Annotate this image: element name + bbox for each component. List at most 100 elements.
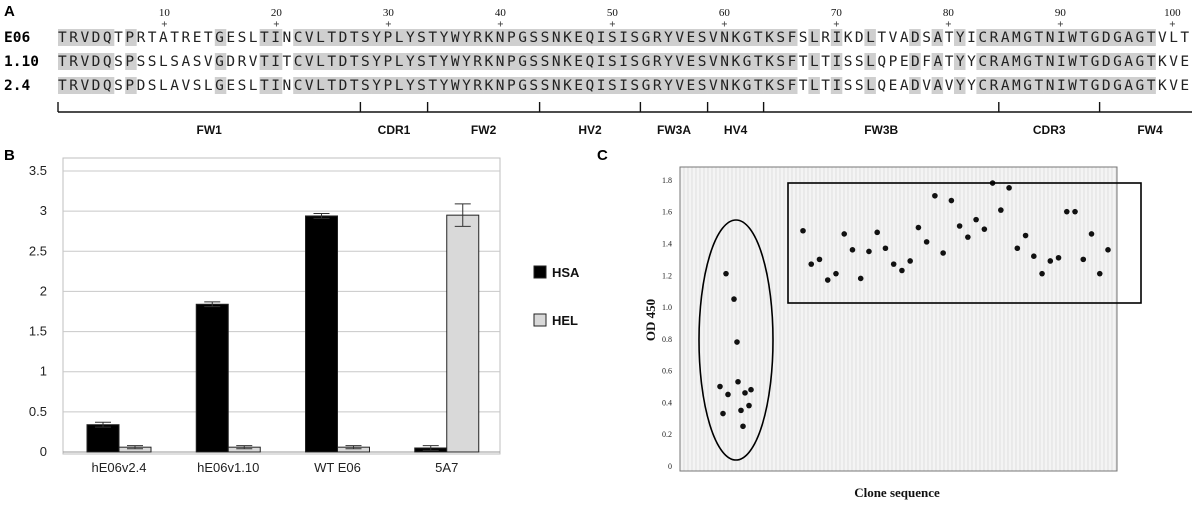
conserved-shade — [338, 29, 350, 46]
y-tick-label: 0.8 — [662, 335, 672, 344]
y-tick-label: 0.5 — [29, 404, 47, 419]
data-point — [1080, 256, 1087, 263]
data-point — [948, 197, 955, 204]
region-label: HV2 — [578, 123, 602, 137]
conserved-shade — [1043, 77, 1056, 94]
conserved-shade — [371, 29, 384, 46]
conserved-shade — [1066, 77, 1078, 94]
position-marker: + — [833, 19, 839, 30]
conserved-shade — [1099, 53, 1112, 70]
conserved-shade — [595, 53, 608, 70]
position-number: 70 — [831, 7, 843, 19]
data-point — [899, 267, 905, 274]
conserved-shade — [1054, 29, 1067, 46]
data-point — [956, 223, 963, 229]
conserved-shade — [69, 29, 81, 46]
position-number: 50 — [607, 7, 619, 19]
data-point — [720, 410, 726, 417]
conserved-shade — [102, 77, 115, 94]
gridlines — [63, 170, 500, 453]
data-points — [717, 180, 1111, 430]
conserved-shade — [1054, 77, 1067, 94]
conserved-shade — [696, 53, 708, 70]
conserved-shade — [58, 53, 70, 70]
conserved-shade — [1077, 77, 1089, 94]
conserved-shade — [987, 53, 1000, 70]
y-tick-label: 1.6 — [662, 208, 672, 217]
data-point — [800, 227, 806, 234]
bars — [86, 203, 480, 453]
category-label: WT E06 — [314, 460, 361, 475]
panel-label-a: A — [4, 3, 15, 20]
conserved-shade — [1144, 77, 1156, 94]
data-point — [866, 248, 872, 255]
conserved-shade — [1110, 77, 1123, 94]
conserved-shade — [674, 53, 686, 70]
low-group-ellipse — [698, 219, 774, 461]
conserved-shade — [864, 29, 876, 46]
error-bar — [454, 203, 471, 227]
data-point — [1047, 258, 1054, 264]
conserved-shade — [360, 29, 372, 46]
conserved-shade — [1122, 29, 1134, 46]
data-point — [874, 229, 880, 236]
conserved-shade — [730, 29, 742, 46]
conserved-shade — [338, 77, 350, 94]
conserved-shade — [718, 29, 731, 46]
conserved-shade — [371, 77, 384, 94]
conserved-shade — [494, 29, 507, 46]
region-label: HV4 — [724, 123, 748, 137]
conserved-shade — [539, 29, 552, 46]
position-marker: + — [1169, 19, 1175, 30]
region-label: FW3A — [657, 123, 691, 137]
conserved-shade — [696, 29, 708, 46]
conserved-shade — [730, 53, 742, 70]
conserved-shade — [651, 77, 664, 94]
conserved-shade — [214, 53, 227, 70]
conserved-shade — [864, 77, 876, 94]
conserved-shade — [696, 77, 708, 94]
conserved-shade — [830, 29, 843, 46]
conserved-shade — [58, 29, 70, 46]
conserved-shade — [976, 29, 988, 46]
conserved-shade — [506, 53, 518, 70]
x-axis-label: Clone sequence — [854, 485, 940, 500]
conserved-shade — [125, 77, 137, 94]
data-point — [833, 270, 839, 277]
region-label: CDR3 — [1033, 123, 1066, 137]
data-point — [746, 402, 752, 409]
conserved-shade — [304, 29, 316, 46]
conserved-shade — [786, 53, 798, 70]
data-point — [849, 247, 856, 253]
conserved-shade — [718, 53, 731, 70]
conserved-shade — [304, 77, 316, 94]
data-point — [723, 270, 729, 277]
data-point — [717, 383, 723, 390]
conserved-shade — [1133, 77, 1145, 94]
data-point — [1022, 232, 1029, 239]
legend-swatch — [533, 313, 547, 327]
conserved-shade — [584, 53, 596, 70]
conserved-shade — [58, 77, 70, 94]
conserved-shade — [606, 77, 619, 94]
conserved-shade — [651, 53, 664, 70]
conserved-shade — [629, 53, 641, 70]
y-tick-label: 0 — [40, 444, 47, 459]
conserved-shade — [674, 77, 686, 94]
conserved-shade — [259, 53, 272, 70]
position-marker: + — [497, 19, 503, 30]
conserved-shade — [304, 53, 316, 70]
conserved-shade — [461, 53, 473, 70]
category-label: 5A7 — [435, 460, 458, 475]
conserved-shade — [584, 77, 596, 94]
conserved-shade — [808, 53, 820, 70]
position-number: 80 — [943, 7, 955, 19]
conserved-shade — [1010, 29, 1022, 46]
conserved-shade — [539, 77, 552, 94]
error-bar — [345, 445, 362, 450]
data-point — [824, 277, 831, 283]
conserved-shade — [562, 77, 574, 94]
conserved-shade — [450, 29, 462, 46]
